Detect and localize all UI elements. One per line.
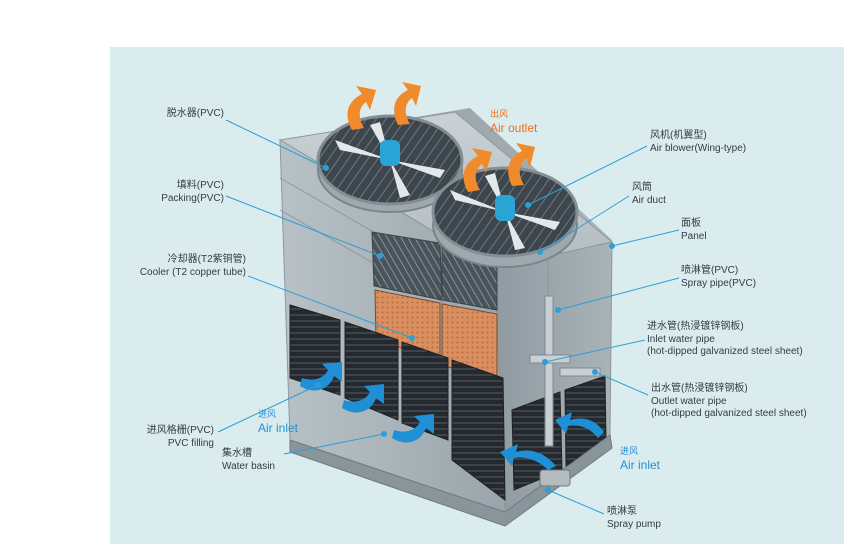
spray-pipe xyxy=(544,295,554,447)
inlet-arrow xyxy=(555,412,604,438)
label-inlet-water-pipe: 进水管(热浸镀锌钢板) Inlet water pipe (hot-dipped… xyxy=(647,321,803,359)
label-air-blower: 风机(机翼型) Air blower(Wing-type) xyxy=(650,130,746,155)
outlet-arrow xyxy=(347,86,376,130)
outlet-pipe xyxy=(559,367,601,377)
outlet-arrow xyxy=(463,148,492,192)
label-pvc-filling: 进风格栅(PVC) PVC filling xyxy=(147,425,214,450)
inlet-grille xyxy=(401,341,449,441)
leader-line xyxy=(527,145,648,206)
inlet-grille xyxy=(451,359,506,502)
air-outlet-arrows xyxy=(347,82,535,192)
label-en: Spray pump xyxy=(607,518,661,530)
label-cooler: 冷却器(T2紫铜管) Cooler (T2 copper tube) xyxy=(140,254,246,279)
label-zh: 风机(机翼型) xyxy=(650,130,707,141)
outlet-arrow xyxy=(394,82,421,125)
inlet-pipe xyxy=(529,354,571,364)
inlet-arrow xyxy=(500,444,556,470)
label-zh: 风筒 xyxy=(632,182,652,193)
label-en: PVC filling xyxy=(167,437,214,449)
water-basin xyxy=(289,434,613,527)
label-zh: 面板 xyxy=(681,218,701,229)
leader-line xyxy=(547,489,605,515)
leader-line xyxy=(544,339,646,363)
label-zh: 喷淋泵 xyxy=(607,506,637,517)
label-drift-eliminator: 脱水器(PVC) xyxy=(167,108,224,121)
leader-lines xyxy=(217,119,680,515)
label-en: Spray pipe(PVC) xyxy=(681,277,757,289)
label-zh: 喷淋管(PVC) xyxy=(681,265,739,276)
leader-line xyxy=(225,119,327,169)
inlet-arrow xyxy=(392,414,434,443)
label-outlet-water-pipe: 出水管(热浸镀锌钢板) Outlet water pipe (hot-dippe… xyxy=(651,383,807,421)
label-en: Air duct xyxy=(632,194,666,206)
spray-pump xyxy=(539,469,571,487)
label-panel: 面板 Panel xyxy=(681,218,707,243)
label-zh: 冷却器(T2紫铜管) xyxy=(167,254,246,265)
label-en: Air inlet xyxy=(620,457,661,472)
label-en: Water basin xyxy=(222,460,275,472)
label-packing: 填料(PVC) Packing(PVC) xyxy=(161,180,224,205)
leader-line xyxy=(283,433,385,455)
label-en: Inlet water pipe xyxy=(647,333,715,345)
inlet-grille xyxy=(344,321,399,421)
fan-motor xyxy=(495,195,515,221)
label-air-outlet: 出风 Air outlet xyxy=(490,108,537,135)
label-air-inlet-left: 进风 Air inlet xyxy=(258,408,298,435)
label-zh: 进风 xyxy=(620,446,639,456)
label-water-basin: 集水槽 Water basin xyxy=(222,448,275,473)
fan-right xyxy=(431,166,579,268)
label-air-inlet-right: 进风 Air inlet xyxy=(620,445,660,472)
label-spray-pump: 喷淋泵 Spray pump xyxy=(607,506,661,531)
fan-left xyxy=(316,114,464,213)
leader-line xyxy=(611,229,680,247)
label-zh: 填料(PVC) xyxy=(176,180,224,191)
label-zh: 出水管(热浸镀锌钢板) xyxy=(651,383,748,394)
leader-line xyxy=(539,195,630,253)
outlet-arrow xyxy=(508,143,535,186)
label-zh: 进风 xyxy=(258,409,277,419)
leader-line xyxy=(594,371,649,396)
inlet-arrow xyxy=(300,362,342,391)
label-en: Outlet water pipe xyxy=(651,395,727,407)
inlet-arrow xyxy=(342,384,384,413)
label-en: Panel xyxy=(681,230,707,242)
label-spray-pipe: 喷淋管(PVC) Spray pipe(PVC) xyxy=(681,265,756,290)
label-zh: 集水槽 xyxy=(222,448,252,459)
label-en: Cooler (T2 copper tube) xyxy=(139,266,246,278)
fan-motor xyxy=(380,140,400,166)
label-zh: 进风格栅(PVC) xyxy=(146,425,214,436)
piping xyxy=(529,295,601,487)
label-zh: 进水管(热浸镀锌钢板) xyxy=(647,321,744,332)
leader-line xyxy=(557,277,680,311)
label-en-detail: (hot-dipped galvanized steel sheet) xyxy=(647,346,803,357)
label-zh: 出风 xyxy=(490,109,509,119)
leader-line xyxy=(225,195,381,257)
label-en: Air blower(Wing-type) xyxy=(650,142,747,154)
label-en: Air inlet xyxy=(258,420,299,435)
label-en: Packing(PVC) xyxy=(161,192,224,204)
leader-line xyxy=(217,384,319,433)
label-zh: 脱水器(PVC) xyxy=(166,108,224,119)
label-en: Air outlet xyxy=(490,120,538,135)
air-inlet-arrows xyxy=(300,362,604,470)
label-air-duct: 风筒 Air duct xyxy=(632,182,666,207)
label-en-detail: (hot-dipped galvanized steel sheet) xyxy=(651,408,807,419)
leader-line xyxy=(247,275,413,339)
